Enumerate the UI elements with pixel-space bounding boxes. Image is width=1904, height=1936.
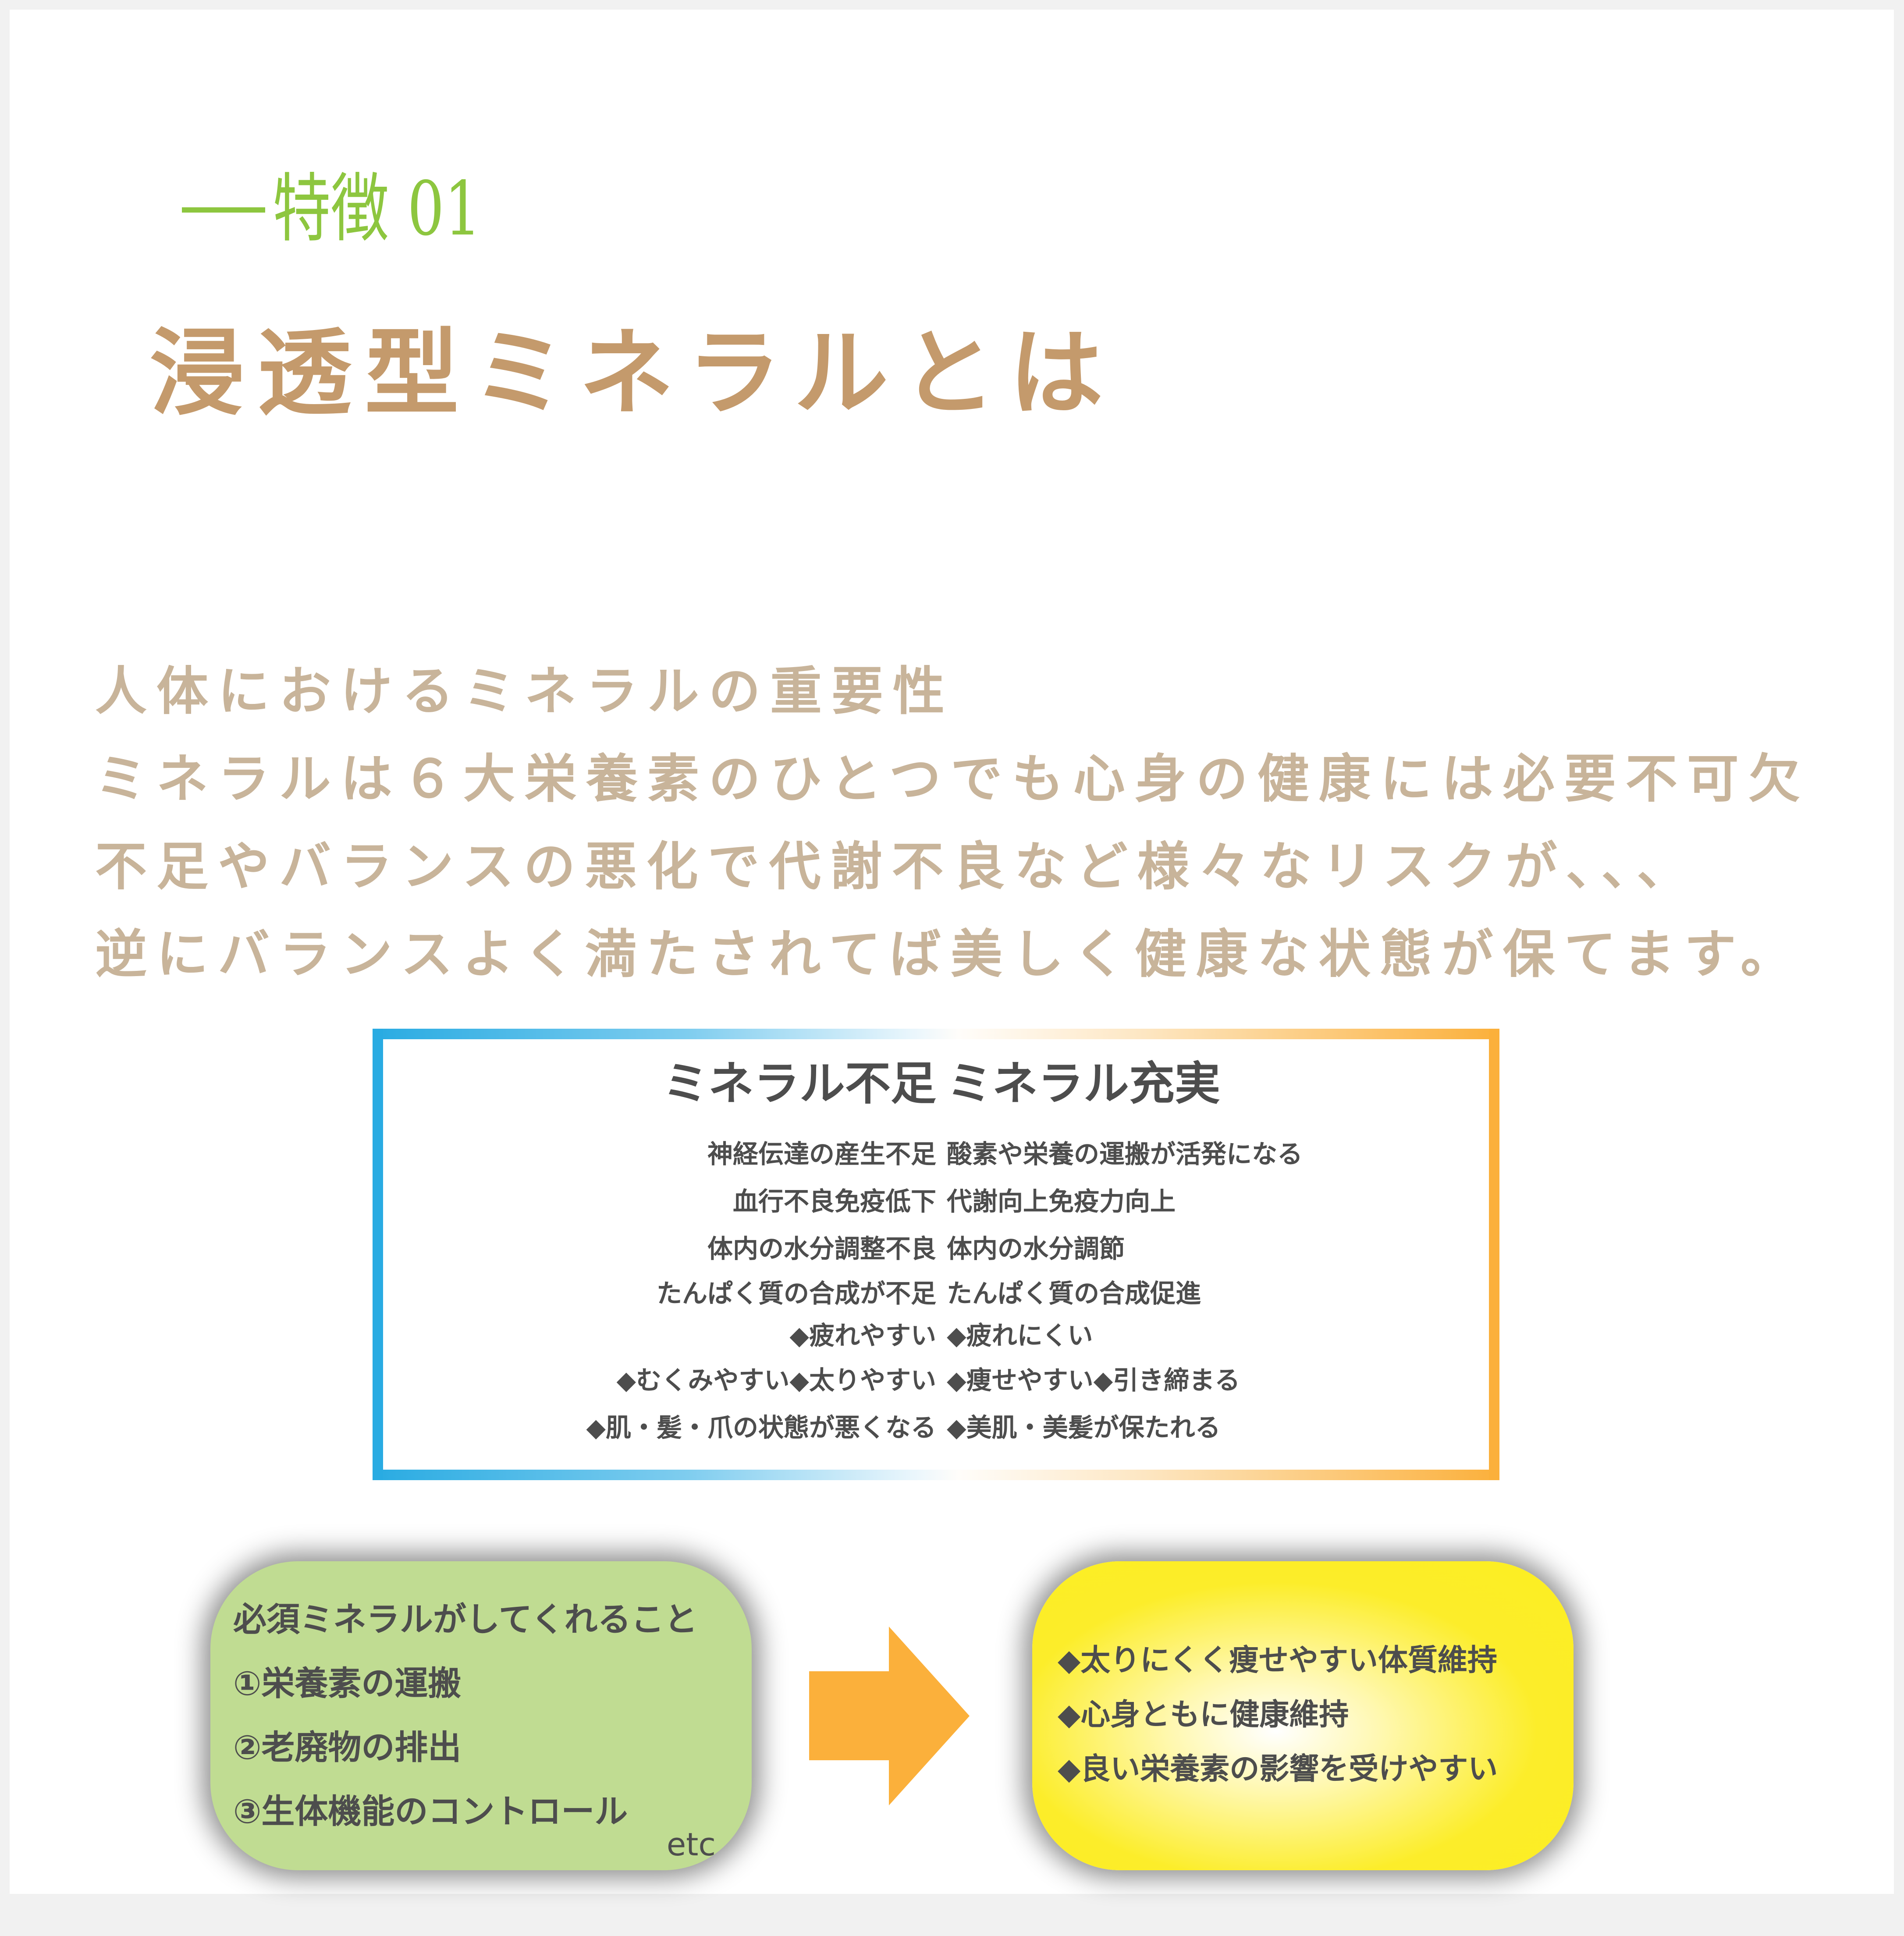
roles-title: 必須ミネラルがしてくれること bbox=[233, 1600, 698, 1639]
intro-line: 人体におけるミネラルの重要性 bbox=[95, 661, 955, 721]
deficit-heading: ミネラル不足 bbox=[662, 1057, 936, 1110]
intro-line: 逆にバランスよく満たされてば美しく健康な状態が保てます。 bbox=[95, 924, 1802, 984]
feature-label: 特徴 01 bbox=[273, 166, 482, 252]
feature-rule-line bbox=[182, 207, 265, 213]
rich-item: ◆美肌・美髪が保たれる bbox=[947, 1413, 1221, 1442]
deficit-item: 体内の水分調整不良 bbox=[707, 1234, 936, 1264]
rich-item: ◆痩せやすい◆引き締まる bbox=[947, 1365, 1240, 1395]
rich-item: ◆疲れにくい bbox=[947, 1321, 1093, 1350]
panel-border-left bbox=[373, 1029, 383, 1480]
rich-item: 酸素や栄養の運搬が活発になる bbox=[947, 1139, 1303, 1169]
rich-item: たんぱく質の合成促進 bbox=[947, 1279, 1201, 1308]
roles-item: ②老廃物の排出 bbox=[233, 1728, 462, 1767]
rich-heading: ミネラル充実 bbox=[947, 1057, 1221, 1110]
panel-border-top bbox=[373, 1029, 1499, 1039]
benefit-item: ◆心身ともに健康維持 bbox=[1058, 1698, 1349, 1732]
rich-column: ミネラル充実 酸素や栄養の運搬が活発になる 代謝向上免疫力向上 体内の水分調節 … bbox=[947, 1055, 1303, 1451]
panel-border-bottom bbox=[373, 1470, 1499, 1480]
roles-item: ①栄養素の運搬 bbox=[233, 1664, 462, 1703]
rich-item: 代謝向上免疫力向上 bbox=[947, 1186, 1176, 1216]
roles-etc: etc bbox=[666, 1826, 716, 1863]
panel-border-right bbox=[1489, 1029, 1499, 1480]
benefit-item: ◆太りにくく痩せやすい体質維持 bbox=[1058, 1643, 1497, 1678]
right-arrow-icon bbox=[809, 1627, 970, 1805]
benefits-box: ◆太りにくく痩せやすい体質維持 ◆心身ともに健康維持 ◆良い栄養素の影響を受けや… bbox=[1032, 1561, 1574, 1870]
deficit-item: ◆肌・髪・爪の状態が悪くなる bbox=[586, 1413, 936, 1442]
benefit-item: ◆良い栄養素の影響を受けやすい bbox=[1058, 1752, 1498, 1787]
rich-item: 体内の水分調節 bbox=[947, 1234, 1125, 1264]
deficit-item: 神経伝達の産生不足 bbox=[707, 1139, 936, 1169]
deficit-item: ◆疲れやすい bbox=[789, 1321, 936, 1350]
deficit-column: ミネラル不足 神経伝達の産生不足 血行不良免疫低下 体内の水分調整不良 たんぱく… bbox=[586, 1055, 936, 1451]
deficit-item: たんぱく質の合成が不足 bbox=[656, 1279, 936, 1308]
intro-line: ミネラルは６大栄養素のひとつでも心身の健康には必要不可欠 bbox=[95, 749, 1810, 809]
mineral-roles-box: 必須ミネラルがしてくれること ①栄養素の運搬 ②老廃物の排出 ③生体機能のコント… bbox=[210, 1561, 752, 1870]
comparison-panel: ミネラル不足 神経伝達の産生不足 血行不良免疫低下 体内の水分調整不良 たんぱく… bbox=[373, 1029, 1499, 1480]
page-title: 浸透型ミネラルとは bbox=[150, 318, 1116, 428]
roles-item: ③生体機能のコントロール bbox=[233, 1792, 628, 1831]
intro-text: 人体におけるミネラルの重要性 ミネラルは６大栄養素のひとつでも心身の健康には必要… bbox=[95, 647, 1810, 998]
intro-line: 不足やバランスの悪化で代謝不良など様々なリスクが、、、 bbox=[95, 836, 1698, 897]
deficit-item: ◆むくみやすい◆太りやすい bbox=[616, 1365, 936, 1395]
deficit-item: 血行不良免疫低下 bbox=[732, 1186, 936, 1216]
